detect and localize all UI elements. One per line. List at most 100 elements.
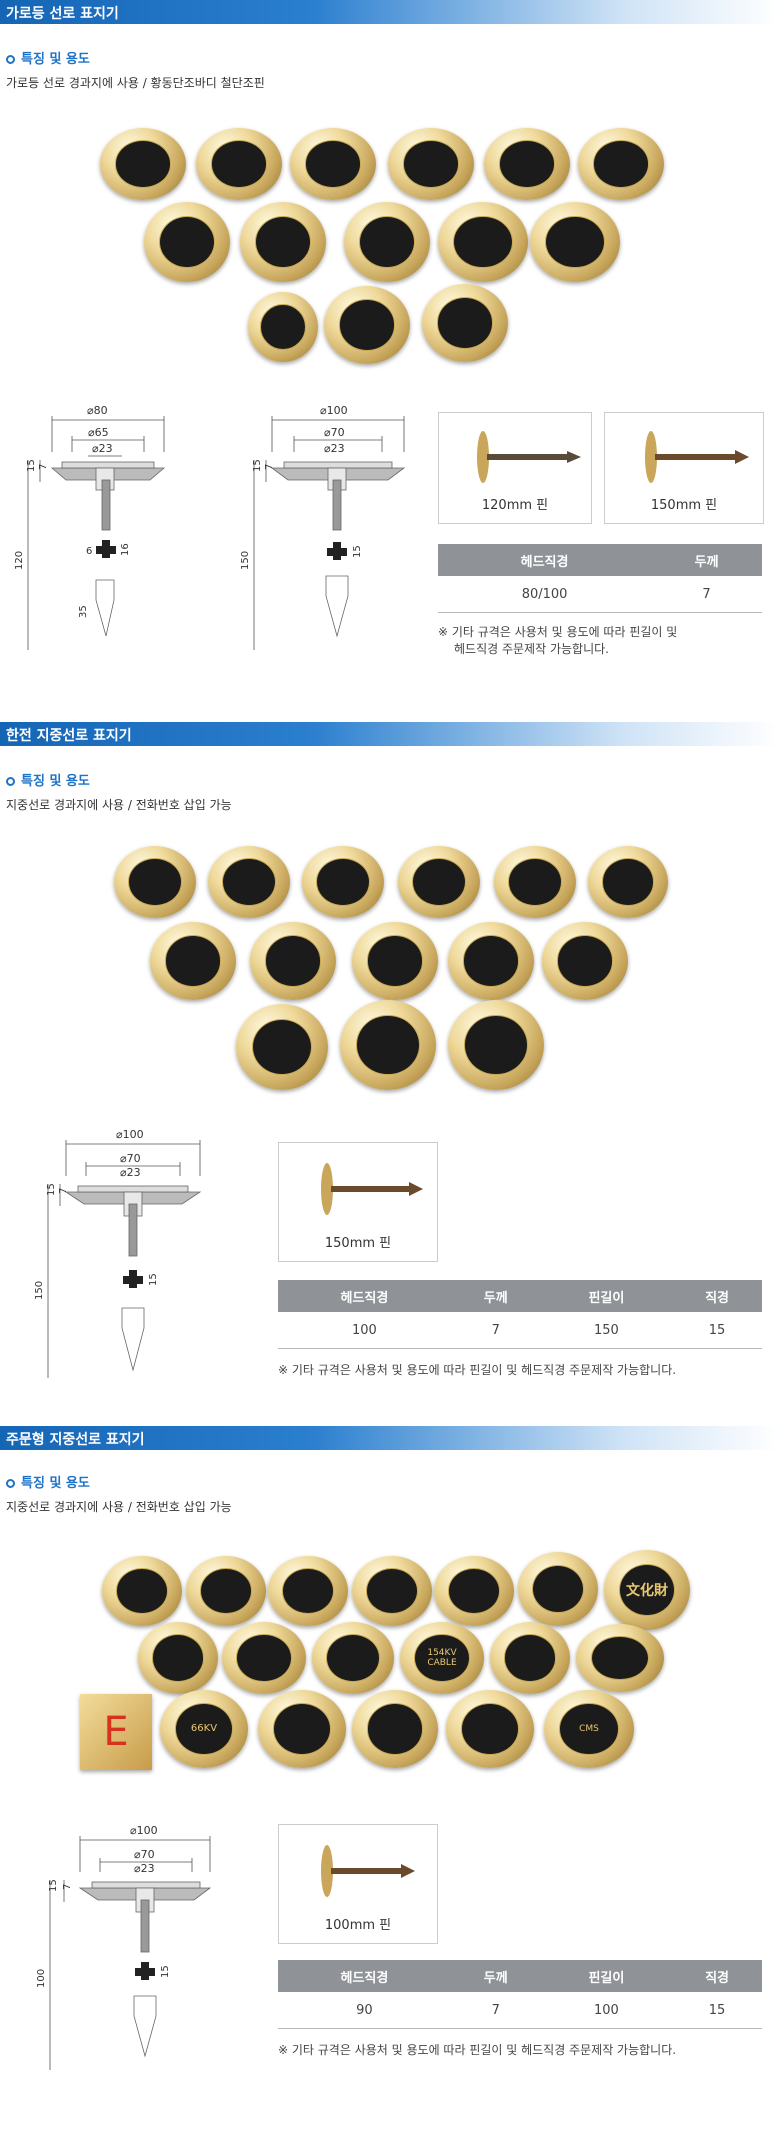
bullet-circle-icon — [6, 55, 15, 64]
marker-disc — [236, 1004, 328, 1090]
marker-disc — [196, 128, 282, 200]
dim-total: 100 — [36, 1969, 47, 1988]
table-cell: 80/100 — [438, 576, 652, 613]
table-header: 헤드직경 — [278, 1280, 451, 1312]
table-cell: 15 — [672, 1312, 762, 1349]
dim-total: 150 — [240, 551, 251, 570]
marker-disc — [518, 1552, 598, 1626]
dim-15b: 15 — [148, 1273, 159, 1286]
technical-drawing-100: ⌀100 ⌀70 ⌀23 15 7 100 15 — [36, 1824, 212, 2070]
marker-disc — [102, 1556, 182, 1626]
dim-15: 15 — [48, 1879, 59, 1892]
marker-disc: 文化財 — [604, 1550, 690, 1630]
note-text: ※ 기타 규격은 사용처 및 용도에 따라 핀길이 및 헤드직경 주문제작 가능… — [278, 1363, 677, 1377]
section-title: 가로등 선로 표지기 — [6, 6, 119, 22]
dim-mid-dia: ⌀70 — [324, 426, 345, 439]
table-header: 두께 — [450, 1960, 541, 1992]
kv66-text: 66KV — [174, 1703, 234, 1755]
technical-drawing-100: ⌀100 ⌀70 ⌀23 15 7 150 15 — [240, 404, 406, 650]
feature-description: 지중선로 경과지에 사용 / 전화번호 삽입 가능 — [6, 798, 232, 812]
marker-disc — [208, 846, 290, 918]
note-text: ※ 기타 규격은 사용처 및 용도에 따라 핀길이 및 헤드직경 주문제작 가능… — [438, 625, 678, 656]
dim-outer-dia: ⌀80 — [87, 404, 108, 417]
marker-disc — [578, 128, 664, 200]
dim-mid-dia: ⌀65 — [88, 426, 109, 439]
marker-disc — [352, 1556, 432, 1626]
marker-disc — [268, 1556, 348, 1626]
dim-16: 16 — [120, 543, 131, 556]
table-header: 직경 — [672, 1960, 762, 1992]
marker-disc — [434, 1556, 514, 1626]
marker-disc — [542, 922, 628, 1000]
pin-photo-120: 120mm 핀 — [438, 412, 592, 524]
section-title: 한전 지중선로 표지기 — [6, 728, 132, 744]
table-header: 핀길이 — [540, 1280, 673, 1312]
dim-7: 7 — [62, 1884, 73, 1890]
table-cell: 90 — [278, 1992, 451, 2029]
table-cell: 7 — [450, 1312, 541, 1349]
dim-7: 7 — [58, 1188, 69, 1194]
dim-total: 150 — [34, 1281, 45, 1300]
table-header: 직경 — [672, 1280, 762, 1312]
table-header: 헤드직경 — [278, 1960, 451, 1992]
marker-disc — [150, 922, 236, 1000]
marker-disc — [344, 202, 430, 282]
cms-text: CMS — [559, 1703, 619, 1755]
pin-label: 150mm 핀 — [650, 498, 718, 513]
pin-icon — [477, 431, 581, 483]
dim-inner-dia: ⌀23 — [92, 442, 113, 455]
dim-35: 35 — [78, 605, 89, 618]
cable-text: CABLE — [427, 1657, 457, 1668]
feature-heading: 특징 및 용도 — [6, 48, 90, 67]
table-header: 두께 — [450, 1280, 541, 1312]
dim-15: 15 — [26, 459, 37, 472]
marker-disc — [222, 1622, 306, 1694]
marker-disc — [576, 1624, 664, 1692]
table-header: 핀길이 — [540, 1960, 673, 1992]
table-cell: 150 — [540, 1312, 673, 1349]
marker-disc — [312, 1622, 394, 1694]
pin-icon — [321, 1845, 415, 1897]
dim-15: 15 — [46, 1183, 57, 1196]
spec-table: 헤드직경 두께 핀길이 직경 100 7 150 15 — [278, 1280, 762, 1349]
marker-disc — [398, 846, 480, 918]
dim-inner-dia: ⌀23 — [324, 442, 345, 455]
marker-disc — [352, 922, 438, 1000]
pin-icon — [645, 431, 749, 483]
square-marker: E — [80, 1694, 152, 1770]
table-cell: 100 — [540, 1992, 673, 2029]
feature-heading: 특징 및 용도 — [6, 1472, 90, 1491]
dim-mid-dia: ⌀70 — [134, 1848, 155, 1861]
marker-disc — [446, 1690, 534, 1768]
table-header: 두께 — [651, 544, 762, 576]
dim-outer-dia: ⌀100 — [320, 404, 348, 417]
marker-disc — [100, 128, 186, 200]
pin-label: 150mm 핀 — [324, 1236, 392, 1251]
dim-outer-dia: ⌀100 — [116, 1128, 144, 1141]
marker-disc — [422, 284, 508, 362]
spec-table: 헤드직경 두께 핀길이 직경 90 7 100 15 — [278, 1960, 762, 2029]
bullet-circle-icon — [6, 1479, 15, 1488]
marker-disc — [258, 1690, 346, 1768]
marker-disc — [484, 128, 570, 200]
dim-inner-dia: ⌀23 — [134, 1862, 155, 1875]
marker-disc — [438, 202, 528, 282]
marker-disc — [114, 846, 196, 918]
marker-disc — [186, 1556, 266, 1626]
marker-disc: 66KV — [160, 1690, 248, 1768]
feature-description: 지중선로 경과지에 사용 / 전화번호 삽입 가능 — [6, 1500, 232, 1514]
table-header: 헤드직경 — [438, 544, 652, 576]
note-text: ※ 기타 규격은 사용처 및 용도에 따라 핀길이 및 헤드직경 주문제작 가능… — [278, 2043, 677, 2057]
dim-15b: 15 — [352, 545, 363, 558]
pin-photo-100: 100mm 핀 — [278, 1824, 438, 1944]
marker-disc — [290, 128, 376, 200]
pin-photo-150: 150mm 핀 — [278, 1142, 438, 1262]
dim-7: 7 — [264, 464, 275, 470]
marker-disc — [248, 292, 318, 362]
marker-disc — [588, 846, 668, 918]
marker-disc — [324, 286, 410, 364]
dim-6: 6 — [86, 546, 92, 557]
kv154-text: 154KV — [427, 1647, 457, 1658]
